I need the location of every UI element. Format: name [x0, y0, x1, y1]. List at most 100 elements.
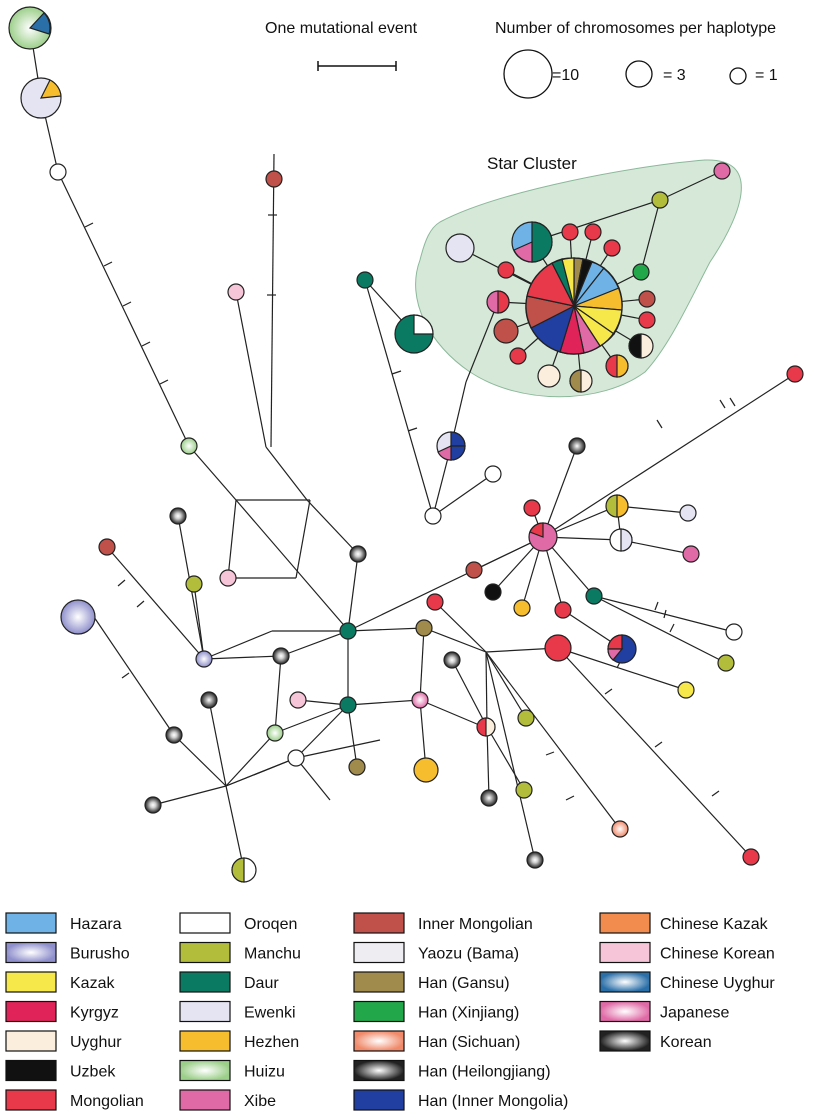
legend-swatch — [179, 1000, 231, 1023]
node — [465, 561, 483, 579]
node — [585, 587, 603, 605]
legend-label: Hezhen — [244, 1034, 299, 1051]
legend-label: Xibe — [244, 1093, 276, 1110]
node — [682, 545, 700, 563]
legend-swatch — [5, 941, 57, 964]
node — [60, 599, 96, 635]
legend-label: Chinese Korean — [660, 946, 775, 963]
node — [265, 170, 283, 188]
scale-label: One mutational event — [265, 20, 418, 37]
node — [725, 623, 743, 641]
legend-swatch — [599, 971, 651, 993]
node — [165, 726, 183, 744]
node — [713, 162, 731, 180]
node-slice — [413, 314, 434, 335]
node — [679, 504, 697, 522]
legend-label: Mongolian — [70, 1093, 144, 1110]
node-slice — [616, 354, 629, 378]
legend-swatch — [179, 1059, 231, 1082]
legend-label: Burusho — [70, 946, 130, 963]
node — [584, 223, 602, 241]
node-slice — [569, 369, 582, 393]
node-slice — [607, 634, 623, 650]
node — [349, 545, 367, 563]
node — [169, 507, 187, 525]
node — [497, 261, 515, 279]
node-slice — [485, 717, 496, 737]
haplotype-nodes — [8, 6, 804, 883]
network-edges — [29, 27, 796, 871]
legend-swatch — [5, 1089, 57, 1111]
legend-swatch — [353, 1000, 405, 1023]
node — [339, 622, 357, 640]
node — [289, 691, 307, 709]
legend-label: Japanese — [660, 1005, 729, 1022]
node-slice — [620, 528, 633, 552]
legend-label: Kyrgyz — [70, 1005, 119, 1022]
node-slice — [497, 290, 510, 314]
node — [523, 499, 541, 517]
node — [426, 593, 444, 611]
legend-swatch — [599, 941, 651, 964]
node — [200, 691, 218, 709]
node — [651, 191, 669, 209]
star-cluster-label: Star Cluster — [487, 154, 577, 173]
size-legend: =10 = 3 = 1 — [503, 49, 778, 99]
legend-swatch — [353, 1089, 405, 1111]
node — [515, 781, 533, 799]
node-slice — [28, 12, 51, 35]
legend-label: Yaozu (Bama) — [418, 946, 519, 963]
size-legend-circle-10 — [503, 49, 553, 99]
node — [717, 654, 735, 672]
legend-swatch — [353, 1030, 405, 1052]
legend-group: HazaraBurushoKazakKyrgyzUyghurUzbekMongo… — [5, 912, 775, 1111]
legend-swatch — [5, 1059, 57, 1082]
node — [611, 820, 629, 838]
legend-label: Manchu — [244, 946, 301, 963]
legend-label: Han (Sichuan) — [418, 1034, 520, 1051]
size-legend-label-3: = 3 — [663, 67, 686, 84]
node — [287, 749, 305, 767]
node — [411, 691, 429, 709]
legend-swatch — [599, 1000, 651, 1023]
node — [677, 681, 695, 699]
node — [638, 290, 656, 308]
node-slice — [529, 522, 544, 538]
node-slice — [531, 221, 553, 263]
size-legend-circle-3 — [625, 60, 653, 88]
scale-bar — [317, 61, 397, 71]
node — [144, 796, 162, 814]
node — [561, 223, 579, 241]
legend-swatch — [353, 971, 405, 993]
node — [537, 364, 561, 388]
size-legend-title: Number of chromosomes per haplotype — [495, 20, 776, 37]
node — [554, 601, 572, 619]
node-slice — [450, 445, 466, 461]
node — [484, 583, 502, 601]
node — [266, 724, 284, 742]
legend-label: Chinese Uyghur — [660, 975, 775, 992]
node — [49, 163, 67, 181]
legend-swatch — [599, 1030, 651, 1052]
node-slice — [437, 445, 452, 461]
node — [742, 848, 760, 866]
legend-label: Huizu — [244, 1064, 285, 1081]
legend-label: Han (Heilongjiang) — [418, 1064, 551, 1081]
legend-label: Han (Gansu) — [418, 975, 510, 992]
node — [413, 757, 439, 783]
legend-label: Hazara — [70, 916, 122, 933]
legend-label: Oroqen — [244, 916, 297, 933]
legend-swatch — [179, 1030, 231, 1052]
node — [638, 311, 656, 329]
legend-swatch — [179, 941, 231, 964]
node — [98, 538, 116, 556]
legend-swatch — [5, 912, 57, 934]
node-slice — [513, 241, 533, 263]
size-legend-circle-1 — [729, 67, 747, 85]
legend-label: Uyghur — [70, 1034, 122, 1051]
node — [185, 575, 203, 593]
legend-swatch — [599, 912, 651, 934]
node — [484, 465, 502, 483]
node — [445, 233, 475, 263]
legend-swatch — [5, 1000, 57, 1023]
